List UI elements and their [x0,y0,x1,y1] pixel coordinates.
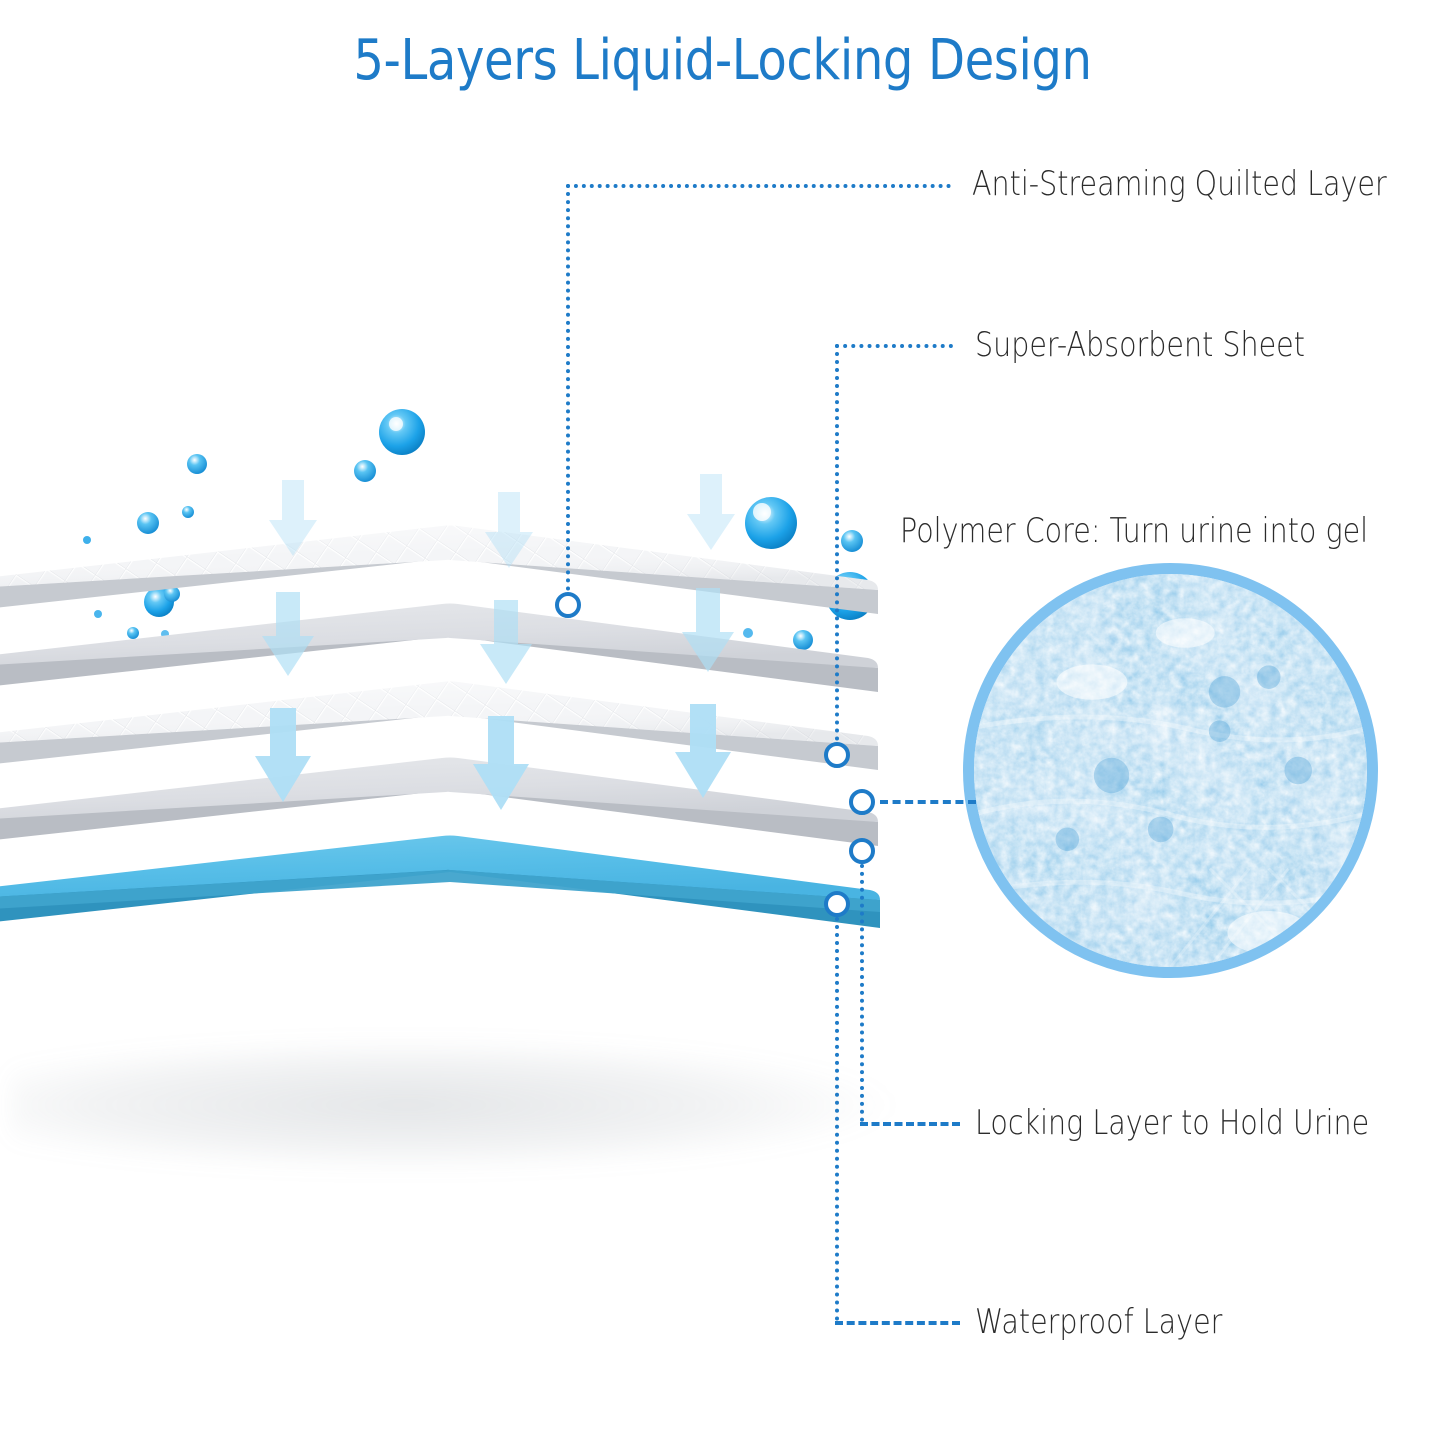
polymer-gel-closeup [963,563,1378,978]
layer-locking [0,757,878,846]
leader-vertical-quilted-top [566,184,570,599]
label-polymer-core: Polymer Core: Turn urine into gel [900,511,1369,551]
leader-horizontal-absorbent [835,344,953,348]
connector-dot-polymer-core[interactable] [849,789,875,815]
connector-dot-absorbent[interactable] [824,742,850,768]
label-super-absorbent-sheet: Super-Absorbent Sheet [975,325,1305,365]
label-anti-streaming-quilted-layer: Anti-Streaming Quilted Layer [972,164,1387,204]
label-locking-layer: Locking Layer to Hold Urine [975,1103,1370,1143]
stack-shadow [10,1040,890,1170]
leader-horizontal-waterproof-layer [835,1321,960,1325]
leader-vertical-absorbent [835,344,839,749]
connector-dot-waterproof-layer[interactable] [824,891,850,917]
leader-vertical-locking-layer [860,864,864,1122]
leader-horizontal-locking-layer [860,1122,960,1126]
leader-vertical-waterproof-layer [835,917,839,1321]
layer-waterproof [0,835,880,928]
connector-dot-locking-layer[interactable] [849,838,875,864]
connector-dot-quilted-top[interactable] [555,592,581,618]
layer-quilted-top [0,525,878,614]
leader-horizontal-quilted-top [566,184,951,188]
pad-layer-stack [0,470,940,1170]
page-title: 5-Layers Liquid-Locking Design [353,28,1092,93]
label-waterproof-layer: Waterproof Layer [975,1302,1223,1342]
leader-horizontal-polymer-core [880,800,976,804]
